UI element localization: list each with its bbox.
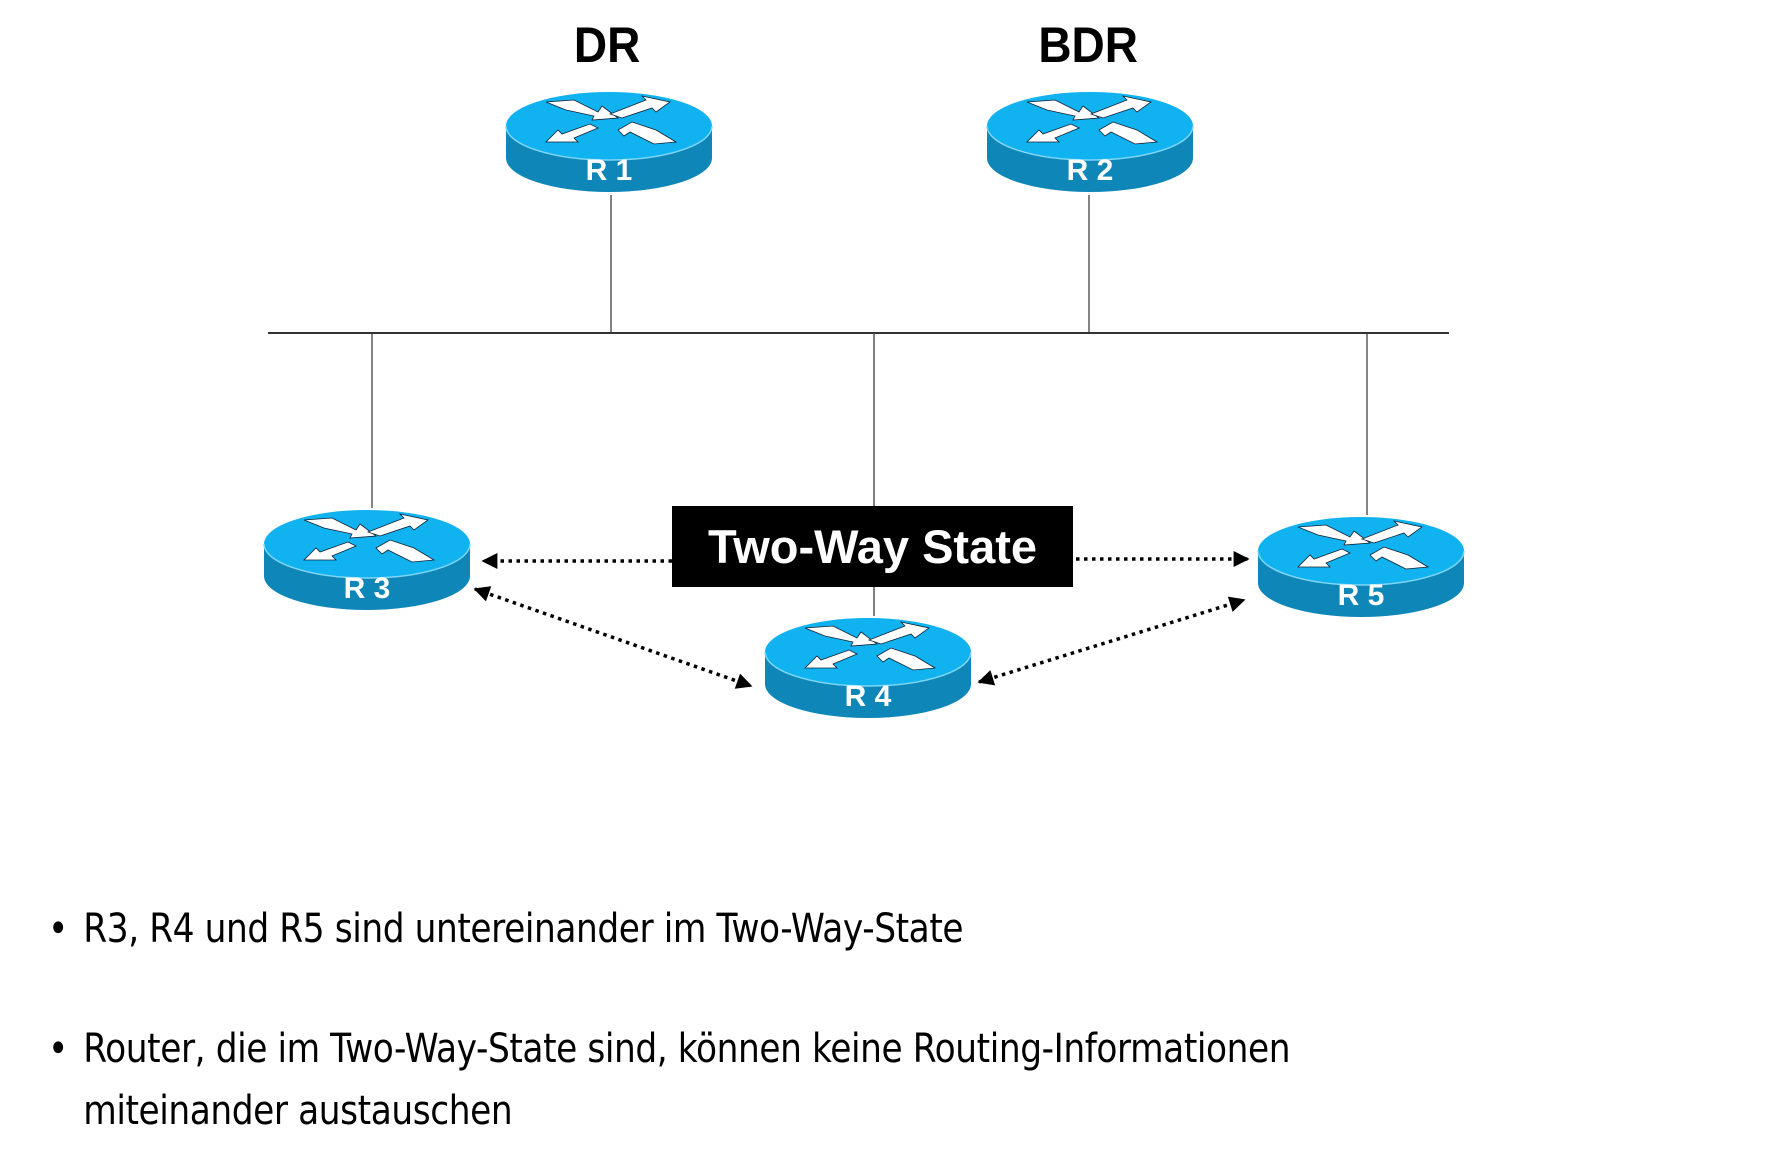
adjacency-arrow-r3-r4 — [473, 586, 753, 689]
router-label: R 4 — [845, 680, 892, 713]
router-label: R 1 — [586, 154, 633, 187]
bullet-list: • R3, R4 und R5 sind untereinander im Tw… — [48, 898, 1768, 1142]
bullet-text: Router, die im Two-Way-State sind, könne… — [83, 1026, 1291, 1072]
router-label: R 2 — [1067, 154, 1114, 187]
state-label-text: Two-Way State — [707, 520, 1038, 573]
dr-label: DR — [573, 17, 641, 73]
router-r4[interactable]: R 4 — [764, 617, 972, 719]
router-label: R 5 — [1338, 579, 1385, 612]
router-r5[interactable]: R 5 — [1257, 516, 1465, 618]
router-r2[interactable]: R 2 — [986, 91, 1194, 193]
bullet-text: R3, R4 und R5 sind untereinander im Two-… — [83, 906, 964, 952]
bullet-item: • Router, die im Two-Way-State sind, kön… — [48, 1018, 1778, 1142]
adjacency-arrow-r4-r5 — [977, 596, 1246, 686]
bullet-marker: • — [48, 906, 68, 952]
bdr-label: BDR — [1038, 17, 1138, 73]
router-label: R 3 — [344, 572, 391, 605]
two-way-state-label: Two-Way State — [672, 506, 1073, 587]
router-r3[interactable]: R 3 — [263, 509, 471, 611]
bullet-text-continuation: miteinander austauschen — [83, 1088, 513, 1134]
bullet-marker: • — [48, 1026, 68, 1072]
router-r1[interactable]: R 1 — [505, 91, 713, 193]
bullet-item: • R3, R4 und R5 sind untereinander im Tw… — [48, 898, 1778, 960]
